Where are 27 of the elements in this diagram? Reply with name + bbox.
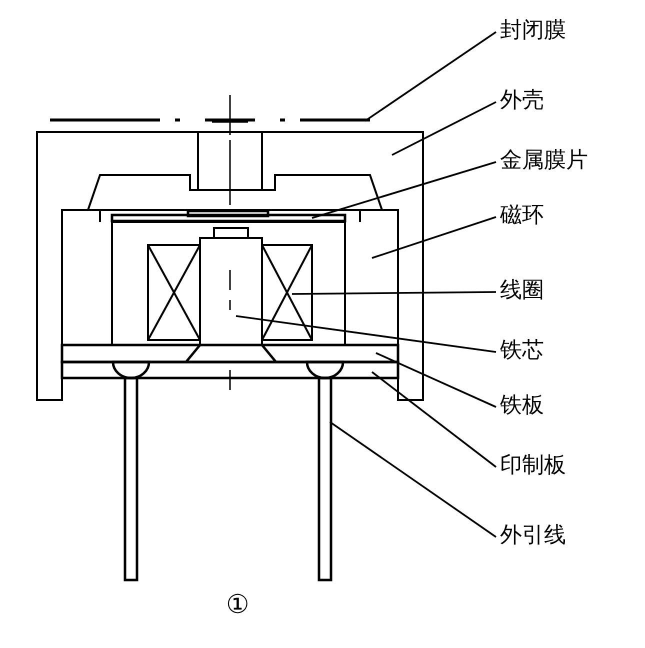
part-label: 金属膜片 bbox=[500, 148, 588, 174]
lead-wires-drawing bbox=[124, 376, 332, 582]
iron-plate-drawing bbox=[60, 344, 400, 364]
figure-number: ① bbox=[226, 592, 250, 618]
leader-line bbox=[376, 352, 496, 408]
part-label: 封闭膜 bbox=[500, 18, 566, 44]
leader-line bbox=[236, 315, 496, 353]
magnet-ring-drawing bbox=[61, 209, 399, 346]
part-label: 印制板 bbox=[500, 453, 566, 479]
leader-line bbox=[392, 101, 496, 156]
part-label: 磁环 bbox=[500, 203, 544, 229]
circuit-board-drawing bbox=[60, 360, 400, 380]
leader-line bbox=[329, 421, 497, 538]
part-label: 外引线 bbox=[500, 523, 566, 549]
sealing-film-line bbox=[48, 118, 372, 122]
leader-line bbox=[371, 371, 497, 468]
part-label: 铁芯 bbox=[500, 338, 544, 364]
part-label: 外壳 bbox=[500, 88, 544, 114]
part-label: 铁板 bbox=[500, 393, 544, 419]
housing-drawing bbox=[36, 131, 424, 401]
iron-core-drawing bbox=[199, 227, 263, 346]
part-label: 线圈 bbox=[500, 278, 544, 304]
leader-line bbox=[312, 161, 496, 219]
metal-diaphragm-drawing bbox=[110, 210, 346, 222]
leader-line bbox=[292, 291, 496, 295]
coil-drawing bbox=[147, 244, 313, 341]
leader-line bbox=[372, 216, 496, 259]
